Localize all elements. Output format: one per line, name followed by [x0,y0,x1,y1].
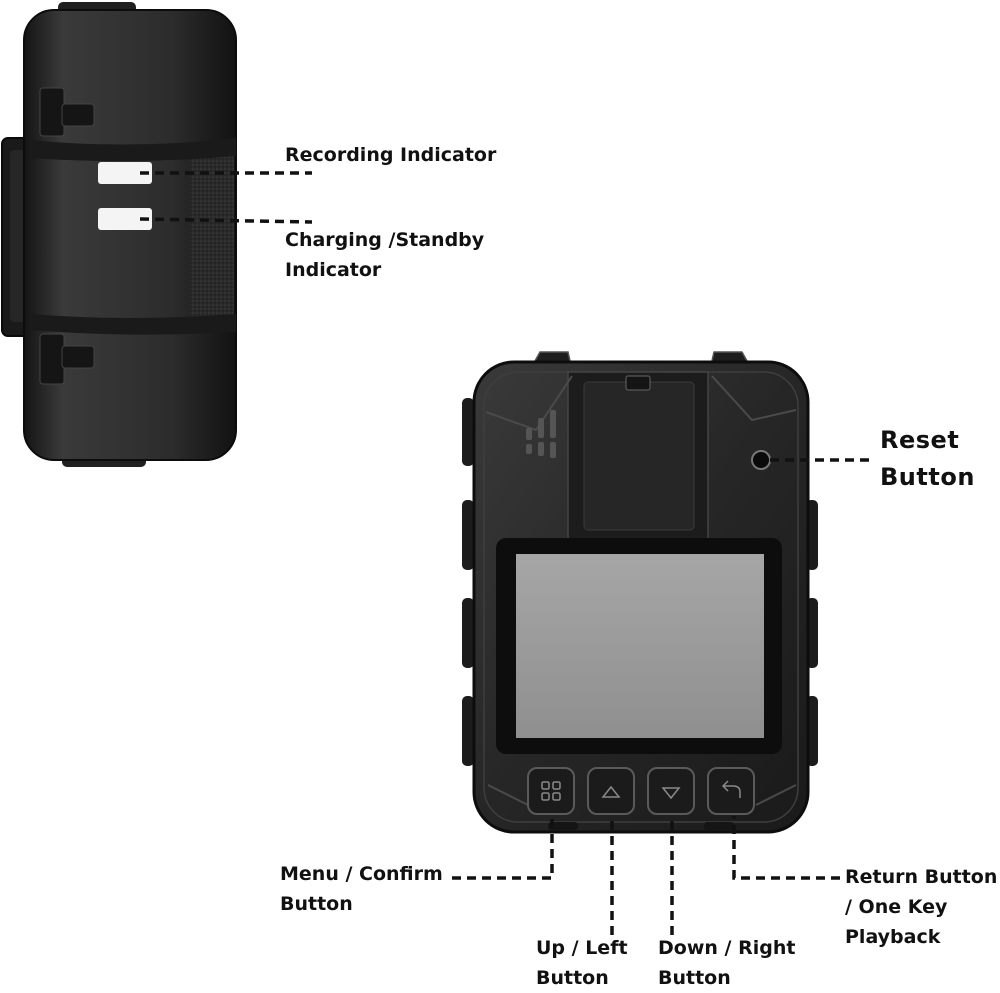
down-triangle-icon [661,787,681,800]
down-right-label: Down / Right Button [658,937,796,989]
return-leader [732,816,840,880]
return-button[interactable] [707,767,755,815]
left-side-button-3 [462,598,474,668]
left-side-button-2 [462,500,474,570]
menu-leader [452,816,554,880]
clip-hinge-bottom [39,333,95,385]
menu-confirm-button[interactable] [527,767,575,815]
up-left-button[interactable] [587,767,635,815]
speaker-grille [526,410,556,458]
side-view-camera [1,2,237,467]
leader-lines [139,171,872,935]
up-triangle-icon [601,785,621,798]
recording-indicator-label: Recording Indicator [285,144,497,166]
front-view-camera [462,351,818,834]
up-left-label: Up / Left Button [536,937,628,989]
return-arrow-icon [721,780,741,798]
clip-hinge-top [39,87,95,137]
charging-indicator-label: Charging /Standby Indicator [285,229,485,281]
screen [516,554,764,738]
menu-confirm-label: Menu / Confirm Button [280,863,443,915]
down-right-button[interactable] [647,767,695,815]
return-button-label: Return Button / One Key Playback [845,866,998,948]
menu-grid-icon [541,781,561,801]
left-side-button-1 [462,398,474,466]
left-side-button-4 [462,696,474,766]
reset-button-label: Reset Button [880,426,975,491]
reset-pinhole [751,450,771,470]
textured-grip [190,150,234,325]
charging-indicator-led [98,208,152,230]
recording-indicator-led [98,162,152,184]
charging-leader [139,217,313,224]
